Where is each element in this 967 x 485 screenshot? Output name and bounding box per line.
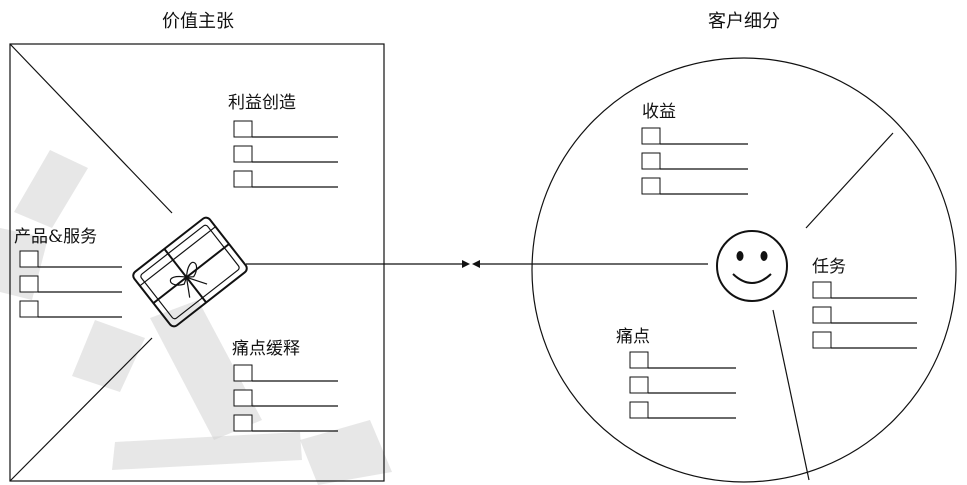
value-map-title: 价值主张 [162, 11, 234, 32]
gain-creators-checklist [233, 120, 338, 188]
jobs-label: 任务 [812, 257, 846, 277]
products-services-label: 产品&服务 [14, 227, 97, 247]
products-services-checklist [19, 250, 122, 318]
customer-profile-circle [531, 57, 957, 483]
pain-relievers-label: 痛点缓释 [232, 339, 300, 359]
pain-relievers-checklist [233, 364, 338, 432]
pains-label: 痛点 [616, 327, 650, 347]
value-map-square [9, 43, 385, 482]
customer-profile-title: 客户细分 [708, 11, 780, 32]
circle-divider-upper [805, 132, 894, 229]
jobs-checklist [812, 281, 917, 349]
gain-creators-label: 利益创造 [228, 93, 296, 113]
value-map-diagonal-top [9, 43, 173, 214]
fit-connector [246, 260, 708, 268]
circle-divider-lower [772, 309, 810, 481]
gift-box-icon [132, 216, 248, 328]
smiley-face-icon [716, 230, 788, 302]
gains-label: 收益 [642, 102, 676, 122]
pains-checklist [629, 351, 736, 419]
gains-checklist [641, 127, 748, 195]
value-map-diagonal-bottom [9, 337, 153, 482]
